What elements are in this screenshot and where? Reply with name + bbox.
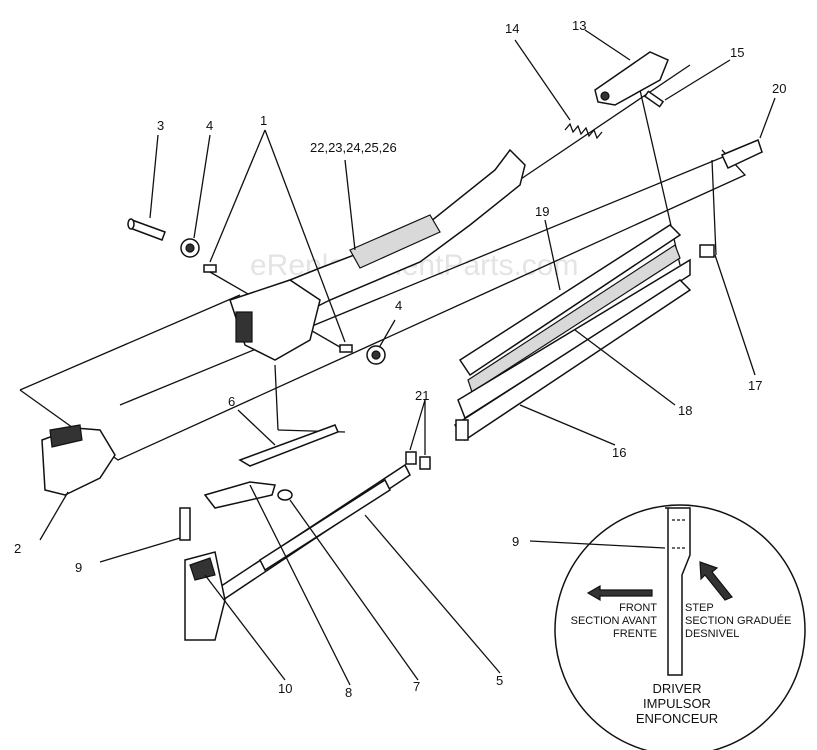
label-part-16: 16 bbox=[612, 445, 626, 460]
bushing-4b bbox=[366, 345, 386, 365]
inset-label-9: 9 bbox=[512, 534, 519, 549]
label-part-2: 2 bbox=[14, 541, 21, 556]
label-part-13: 13 bbox=[572, 18, 586, 33]
leader-lines bbox=[39, 29, 776, 686]
pin-15 bbox=[643, 90, 665, 108]
guide-line bbox=[274, 364, 279, 431]
driver-label-fr: ENFONCEUR bbox=[636, 711, 718, 726]
channel-16 bbox=[453, 279, 692, 442]
label-part-5: 5 bbox=[496, 673, 503, 688]
label-part-22-26: 22,23,24,25,26 bbox=[310, 140, 397, 155]
guide-line bbox=[119, 149, 741, 406]
front-label-fr: SECTION AVANT bbox=[571, 615, 658, 627]
label-part-19: 19 bbox=[535, 204, 549, 219]
clips-21 bbox=[405, 451, 431, 470]
label-part-10: 10 bbox=[278, 681, 292, 696]
label-part-4b: 4 bbox=[395, 298, 402, 313]
label-part-17: 17 bbox=[748, 378, 762, 393]
guide-line bbox=[711, 159, 717, 256]
guide-line bbox=[19, 294, 241, 391]
screw-1b bbox=[339, 344, 353, 353]
step-label-fr: SECTION GRADUÉE bbox=[685, 614, 791, 627]
step-label-en: STEP bbox=[685, 602, 714, 614]
front-label-es: FRENTE bbox=[613, 628, 657, 640]
label-part-20: 20 bbox=[772, 81, 786, 96]
link-plate-8 bbox=[203, 481, 276, 509]
label-part-9: 9 bbox=[75, 560, 82, 575]
label-part-3: 3 bbox=[157, 118, 164, 133]
bushing-4a bbox=[180, 238, 200, 258]
handle-assembly bbox=[229, 148, 526, 361]
label-part-14: 14 bbox=[505, 21, 519, 36]
blade-6 bbox=[238, 424, 339, 467]
driver-label-es: IMPULSOR bbox=[643, 696, 711, 711]
driver-detail-inset bbox=[529, 504, 806, 750]
label-part-7: 7 bbox=[413, 679, 420, 694]
label-part-4a: 4 bbox=[206, 118, 213, 133]
label-part-21: 21 bbox=[415, 388, 429, 403]
label-part-15: 15 bbox=[730, 45, 744, 60]
roller-7 bbox=[277, 489, 293, 501]
magazine-18 bbox=[457, 224, 691, 420]
label-part-1: 1 bbox=[260, 113, 267, 128]
label-part-18: 18 bbox=[678, 403, 692, 418]
latch-13 bbox=[594, 51, 669, 106]
driver-9 bbox=[179, 507, 191, 541]
driver-label-en: DRIVER bbox=[652, 681, 701, 696]
bracket-20 bbox=[720, 138, 763, 170]
pin-3 bbox=[127, 218, 166, 241]
label-part-8: 8 bbox=[345, 685, 352, 700]
front-label-en: FRONT bbox=[619, 602, 657, 614]
label-part-6: 6 bbox=[228, 394, 235, 409]
nose-cover-2 bbox=[41, 424, 116, 496]
nose-10 bbox=[184, 551, 226, 641]
spring-14 bbox=[564, 122, 603, 140]
clip-17 bbox=[699, 244, 715, 258]
guide-line bbox=[511, 64, 691, 186]
screw-1a bbox=[203, 264, 217, 273]
step-label-es: DESNIVEL bbox=[685, 628, 739, 640]
